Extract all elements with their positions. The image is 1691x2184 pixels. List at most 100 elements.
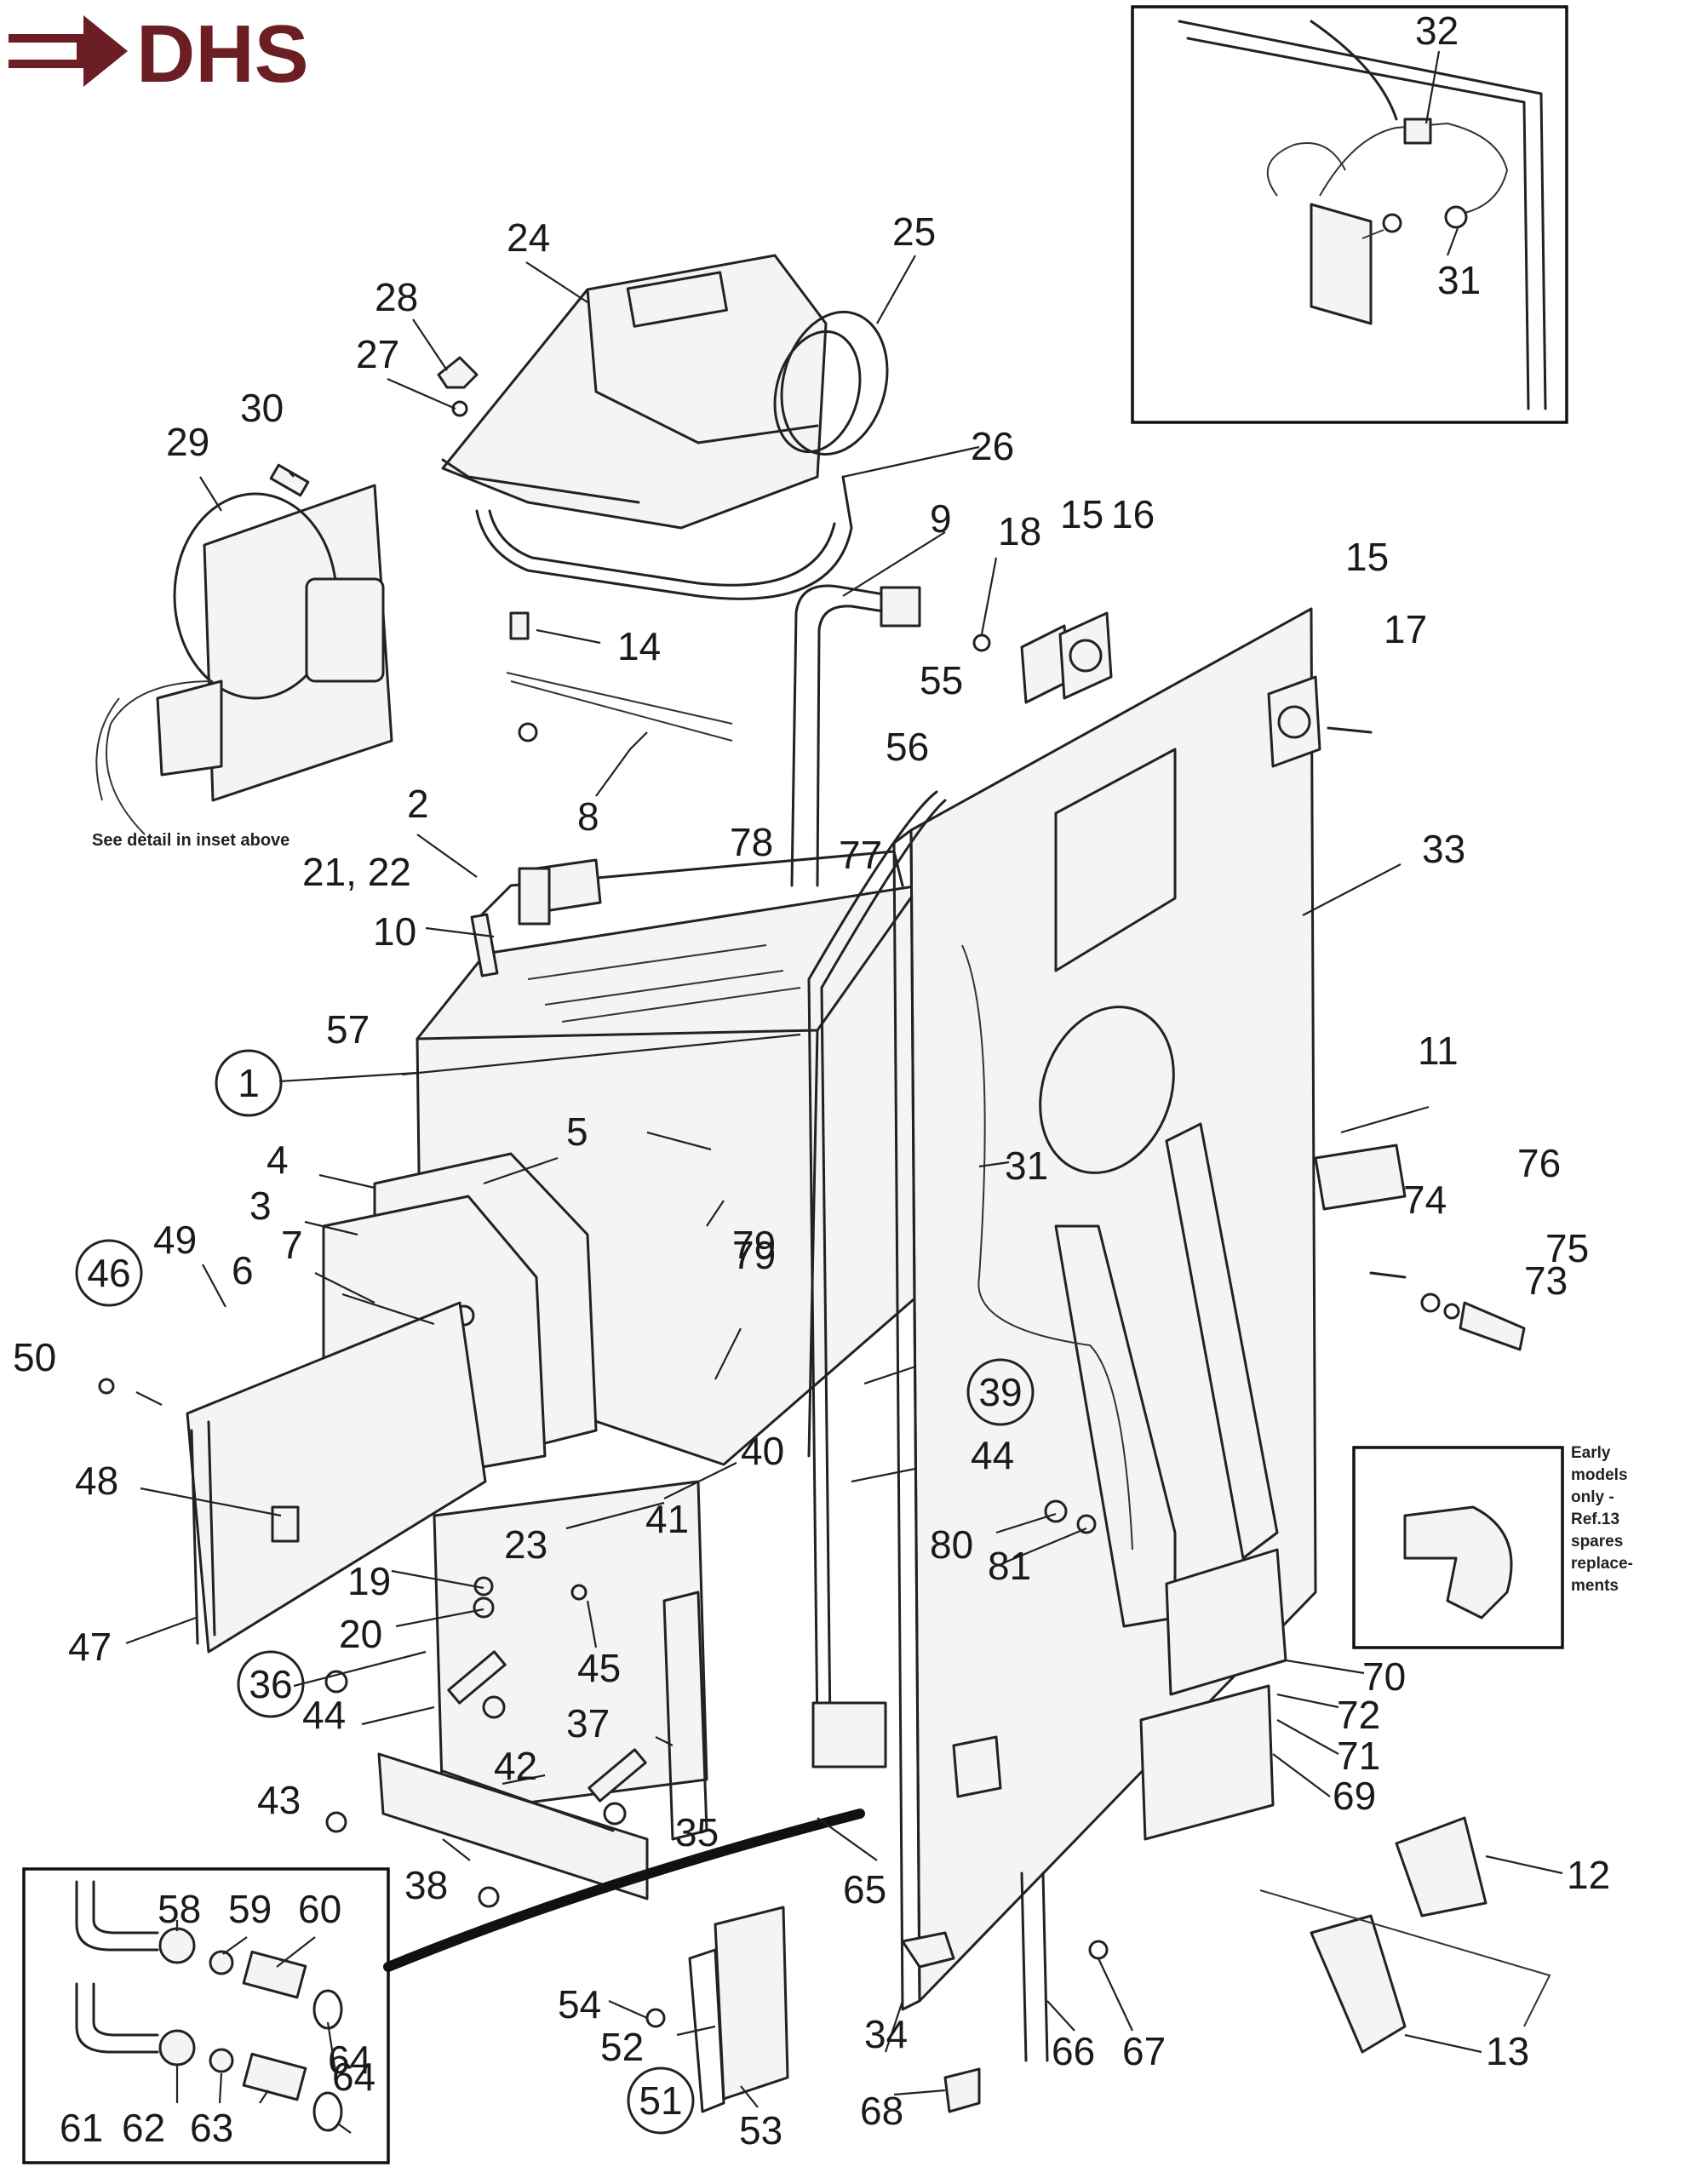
label-17: 17 (1384, 607, 1427, 651)
label-11: 11 (1418, 1029, 1459, 1073)
label-38: 38 (404, 1863, 448, 1907)
label-65: 65 (843, 1867, 886, 1912)
label-30: 30 (240, 386, 284, 430)
label-39: 39 (978, 1370, 1022, 1414)
label-36: 36 (249, 1662, 292, 1706)
label-64b: 64 (332, 2055, 375, 2099)
label-48: 48 (75, 1459, 118, 1503)
label-57: 57 (326, 1007, 370, 1052)
label-56: 56 (886, 725, 929, 769)
label-67: 67 (1122, 2029, 1166, 2073)
see-detail-note: See detail in inset above (92, 831, 289, 850)
label-66: 66 (1052, 2029, 1095, 2073)
union-fittings-inset (22, 1809, 865, 2164)
early-models-note: Early models only - Ref.13 spares replac… (1571, 1444, 1637, 1595)
small-hardware (98, 356, 1097, 1908)
label-50: 50 (13, 1335, 56, 1379)
label-42: 42 (494, 1744, 537, 1788)
label-10: 10 (373, 909, 416, 954)
label-21-22: 21, 22 (302, 850, 411, 894)
label-68: 68 (860, 2089, 903, 2133)
early-models-line-4: Ref.13 (1571, 1510, 1619, 1528)
label-77: 77 (839, 833, 882, 877)
label-60: 60 (298, 1887, 341, 1931)
early-models-line-2: models (1571, 1466, 1628, 1484)
label-33: 33 (1422, 827, 1465, 871)
label-41: 41 (645, 1497, 689, 1541)
label-72: 72 (1337, 1693, 1380, 1737)
early-models-line-6: replace- (1571, 1555, 1633, 1573)
label-3: 3 (249, 1184, 272, 1228)
label-75: 75 (1545, 1226, 1589, 1270)
label-37: 37 (566, 1701, 610, 1745)
label-49: 49 (153, 1218, 197, 1262)
label-69: 69 (1333, 1774, 1376, 1818)
label-54: 54 (558, 1982, 601, 2026)
label-64a: 64 (328, 2038, 371, 2082)
label-4: 4 (267, 1138, 289, 1182)
callout-circle-39 (966, 1358, 1035, 1426)
label-28: 28 (375, 275, 418, 319)
fan-hood-assembly (441, 254, 889, 600)
label-46: 46 (87, 1251, 130, 1295)
label-62: 62 (122, 2106, 165, 2150)
callout-circle-51 (627, 2066, 695, 2135)
back-plate (892, 607, 1317, 2011)
label-8: 8 (577, 794, 599, 839)
label-20: 20 (339, 1612, 382, 1656)
early-models-line-7: ments (1571, 1577, 1619, 1595)
label-23: 23 (504, 1522, 547, 1567)
label-25: 25 (892, 209, 936, 254)
lower-components (645, 1872, 1109, 2113)
label-73: 73 (1524, 1258, 1568, 1303)
lower-panel-assembly (377, 1480, 708, 1900)
label-35: 35 (675, 1810, 719, 1854)
callout-circle-46 (75, 1239, 143, 1307)
label-1: 1 (238, 1061, 260, 1105)
callout-circle-36 (237, 1650, 305, 1718)
label-24: 24 (507, 215, 550, 260)
label-16: 16 (1111, 492, 1155, 536)
dhs-logo: DHS (9, 9, 309, 100)
label-19: 19 (347, 1559, 391, 1603)
label-29: 29 (166, 420, 209, 464)
label-32: 32 (1415, 9, 1459, 53)
pipework (790, 584, 947, 1768)
label-9: 9 (930, 496, 952, 541)
inset-wiring-detail (1131, 5, 1568, 424)
label-58: 58 (158, 1887, 201, 1931)
label-55: 55 (920, 658, 963, 702)
label-80: 80 (930, 1522, 973, 1567)
label-44b: 44 (302, 1693, 346, 1737)
label-45: 45 (577, 1646, 621, 1690)
callout-circle-1 (215, 1049, 283, 1117)
label-76: 76 (1517, 1141, 1561, 1185)
label-43: 43 (257, 1778, 301, 1822)
dhs-logo-arrow-icon (9, 15, 128, 87)
label-79a: 79 (732, 1223, 776, 1267)
label-81: 81 (988, 1544, 1031, 1588)
label-40: 40 (741, 1429, 784, 1473)
label-14: 14 (617, 624, 661, 668)
label-70: 70 (1362, 1654, 1406, 1699)
early-models-line-5: spares (1571, 1533, 1623, 1551)
early-models-inset: Early models only - Ref.13 spares replac… (1352, 1444, 1637, 1649)
label-31b: 31 (1005, 1144, 1048, 1188)
early-models-line-3: only - (1571, 1488, 1614, 1506)
label-78: 78 (730, 820, 773, 864)
leader-lines (125, 255, 1563, 2134)
label-27: 27 (356, 332, 399, 376)
circled-callouts (75, 1049, 1035, 2135)
label-7: 7 (281, 1223, 303, 1267)
label-74: 74 (1403, 1178, 1447, 1222)
right-fittings (1020, 611, 1551, 2054)
label-2: 2 (407, 782, 429, 826)
label-44a: 44 (971, 1433, 1014, 1477)
label-5: 5 (566, 1109, 588, 1154)
label-61: 61 (60, 2106, 103, 2150)
label-47: 47 (68, 1625, 112, 1669)
early-models-line-1: Early (1571, 1444, 1611, 1462)
label-71: 71 (1337, 1734, 1380, 1778)
label-6: 6 (232, 1248, 254, 1293)
